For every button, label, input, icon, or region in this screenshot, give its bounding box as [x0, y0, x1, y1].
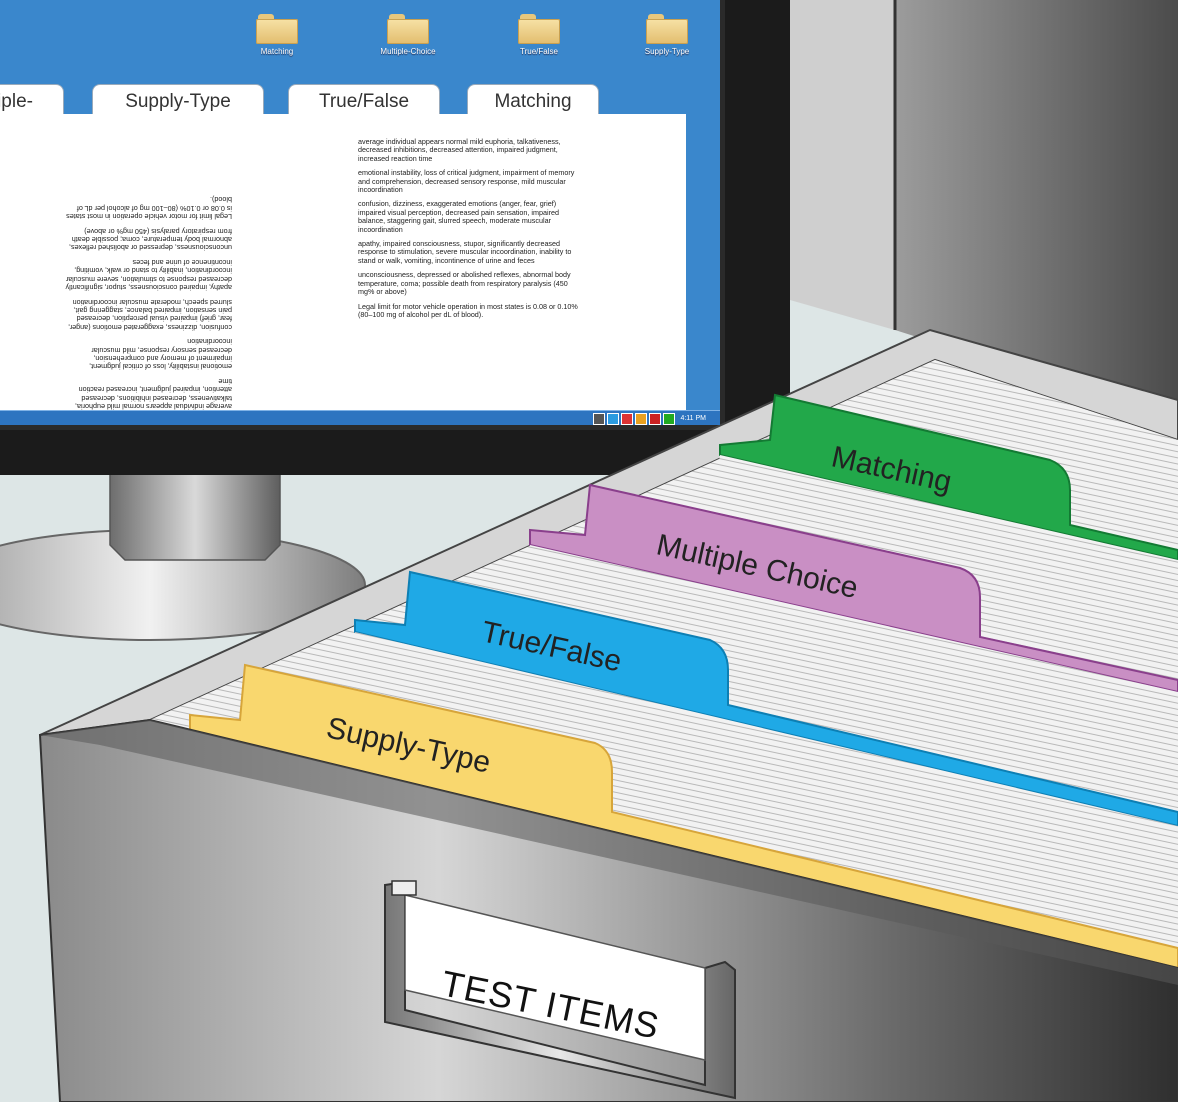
folder-icon	[518, 14, 560, 44]
doc-paragraph: unconsciousness, depressed or abolished …	[68, 226, 232, 253]
desktop-folder-label: True/False	[520, 47, 558, 56]
doc-paragraph: apathy, impaired consciousness, stupor, …	[65, 257, 232, 293]
doc-paragraph: average individual appears normal mild e…	[74, 376, 232, 411]
update-icon[interactable]	[635, 413, 648, 425]
desktop-folder-label: Matching	[260, 47, 294, 56]
help-icon[interactable]	[593, 413, 606, 425]
doc-paragraph: apathy, impaired consciousness, stupor, …	[358, 239, 572, 265]
desktop-folder-label: Multiple-Choice	[380, 47, 436, 56]
folder-icon	[646, 14, 688, 44]
doc-paragraph: unconsciousness, depressed or abolished …	[358, 270, 571, 297]
doc-paragraph: emotional instability, loss of critical …	[358, 168, 575, 195]
mirrored-text-column: average individual appears normal mild e…	[64, 138, 232, 411]
desktop-folder-multiple-choice[interactable]: Multiple-Choice	[363, 14, 453, 56]
taskbar: 4:11 PM	[0, 410, 720, 425]
antivirus-icon[interactable]	[621, 413, 634, 425]
tab-supply-type[interactable]: Supply-Type	[92, 84, 264, 117]
system-tray: 4:11 PM	[593, 412, 706, 425]
desktop-folder-label: Supply-Type	[644, 47, 690, 56]
desktop-folder-matching[interactable]: Matching	[232, 14, 322, 56]
media-icon[interactable]	[649, 413, 662, 425]
desktop-folder-true-false[interactable]: True/False	[494, 14, 584, 56]
doc-paragraph: emotional instability, loss of critical …	[89, 337, 232, 372]
desktop-folder-supply-type[interactable]: Supply-Type	[622, 14, 712, 56]
doc-paragraph: Legal limit for motor vehicle operation …	[358, 301, 578, 319]
tab-matching[interactable]: Matching	[467, 84, 599, 117]
network-icon[interactable]	[607, 413, 620, 425]
doc-paragraph: confusion, dizziness, exaggerated emotio…	[68, 297, 232, 332]
doc-paragraph: Legal limit for motor vehicle operation …	[66, 195, 232, 222]
doc-paragraph: average individual appears normal mild e…	[358, 137, 561, 163]
document-page: average individual appears normal mild e…	[0, 114, 686, 411]
volume-icon[interactable]	[663, 413, 676, 425]
tab-multiple-choice[interactable]: Multiple-Choice	[0, 84, 64, 146]
computer-screen: Matching Multiple-Choice True/False Supp…	[0, 0, 720, 425]
folder-icon	[256, 14, 298, 44]
folder-icon	[387, 14, 429, 44]
taskbar-clock: 4:11 PM	[680, 415, 706, 422]
doc-paragraph: confusion, dizziness, exaggerated emotio…	[358, 199, 559, 234]
text-column: average individual appears normal mild e…	[358, 137, 584, 325]
tab-true-false[interactable]: True/False	[288, 84, 440, 117]
